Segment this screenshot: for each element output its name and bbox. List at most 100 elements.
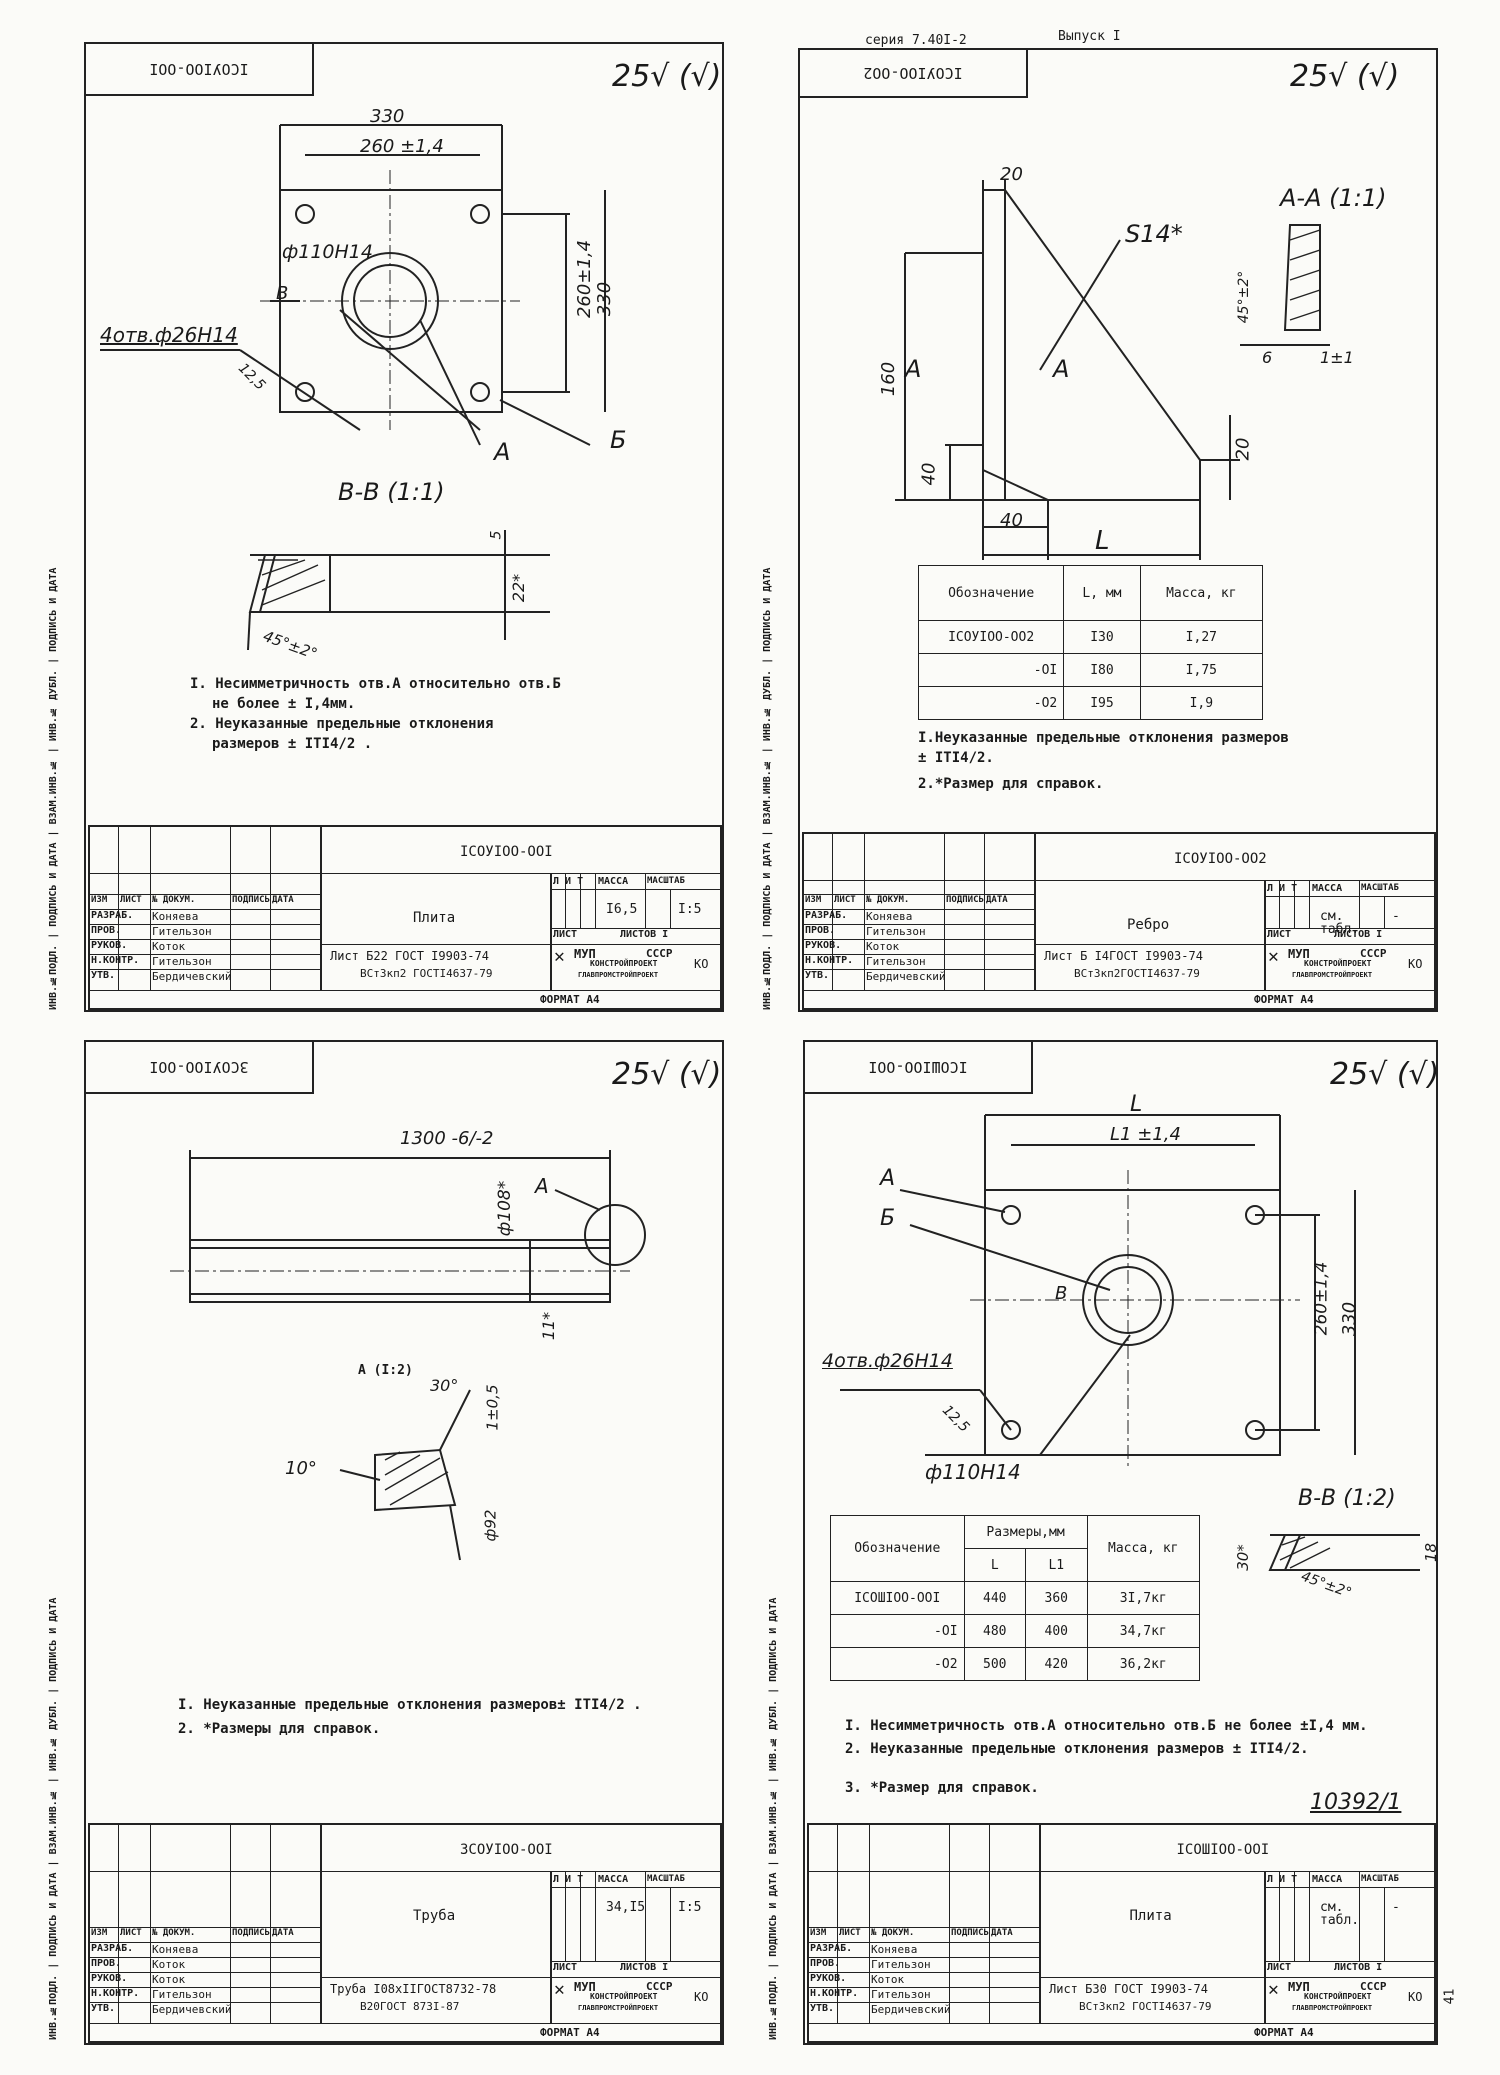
sheet-3-section-title: А (I:2) (358, 1363, 413, 1378)
title-block-rule (804, 894, 1034, 895)
title-block-rule (1264, 1977, 1434, 1978)
tb-ndoc-label: № ДОКУМ. (871, 1928, 915, 1938)
title-block-rule (90, 924, 320, 925)
sheet-number: 10392/1 (1310, 1790, 1402, 1815)
tb-podp-label: ПОДПИСЬ (951, 1928, 989, 1938)
title-block-rule (804, 880, 1034, 881)
title-block-rule (550, 1871, 552, 2023)
tb-role: УТВ. (805, 970, 830, 981)
title-block-rule (1034, 944, 1264, 945)
tb-org3: ГЛАВПРОМСТРОЙПРОЕКТ (1292, 971, 1373, 979)
sheet-4-v: В (1055, 1283, 1068, 1304)
tb-format: ФОРМАТ А4 (1254, 2026, 1314, 2039)
tb-name: Труба (413, 1908, 456, 1924)
sheet-2-section-title: А-А (1:1) (1280, 184, 1387, 212)
title-block-rule (1264, 928, 1434, 929)
tb-masshtab-label: МАСШТАБ (1361, 883, 1399, 893)
tb-designation: IСОШIОО-ООI (1176, 1842, 1270, 1858)
tb-org1: МУП (1288, 947, 1310, 961)
tb-org2: СССР (1360, 947, 1387, 960)
sheet-2-a-right: А (1053, 355, 1070, 383)
tb-masshtab-label: МАСШТАБ (1361, 1874, 1399, 1884)
tb-listov-label: ЛИСТОВ I (620, 1962, 669, 1973)
title-block-rule (90, 1927, 320, 1928)
tb-material-2: В20ГОСТ 873I-87 (360, 2000, 460, 2013)
title-block-rule (595, 1871, 596, 1961)
tb-person: Коток (152, 1958, 186, 1971)
tb-person: Коняева (152, 910, 199, 923)
title-block-rule (550, 928, 720, 929)
tb-list2-label: ЛИСТ (553, 1962, 578, 1973)
tb-izm-label: ИЗМ (91, 1928, 108, 1938)
tb-org-icon: ✕ (1268, 1979, 1279, 2000)
sheet-3-dim-length: 1300 -6/-2 (400, 1128, 494, 1149)
title-block-rule (809, 1957, 1039, 1958)
page-mark: 41 (1442, 1988, 1458, 2005)
tb-org1: МУП (1288, 1980, 1310, 1994)
sheet-4-height-overall: 330 (1339, 1301, 1361, 1337)
title-block-rule (565, 873, 566, 928)
tb-person: Бердичевский (152, 970, 232, 983)
sidebar-3: ИНВ.№ПОДЛ. | ПОДПИСЬ И ДАТА | ВЗАМ.ИНВ.№… (48, 1597, 59, 2040)
tb-material-1: Лист Б22 ГОСТ I9903-74 (330, 949, 489, 963)
tb-org-icon: ✕ (554, 1979, 565, 2000)
title-block-rule (118, 1825, 119, 2023)
title-block-rule (90, 2023, 720, 2024)
tb-list-label: ЛИСТ (120, 895, 142, 905)
tb-ndoc-label: № ДОКУМ. (152, 895, 196, 905)
sheet-1-leader-a: А (494, 438, 511, 466)
tb-person: Коток (152, 1973, 186, 1986)
tb-role: УТВ. (91, 970, 116, 981)
title-block-rule (1309, 1871, 1310, 1961)
tb-list-label: ЛИСТ (839, 1928, 861, 1938)
roughness-mark-2: 25√ (√) (1290, 59, 1400, 94)
title-block-rule (1264, 880, 1266, 990)
title-block-rule (550, 1977, 720, 1978)
title-block-rule (1359, 880, 1360, 928)
tb-person: Коток (871, 1973, 905, 1986)
tb-person: Гительзон (152, 925, 212, 938)
tb-format: ФОРМАТ А4 (540, 2026, 600, 2039)
tb-org1: МУП (574, 1980, 596, 1994)
tb-format: ФОРМАТ А4 (540, 993, 600, 1006)
title-block-rule (809, 1871, 1039, 1872)
tb-scale: - (1392, 909, 1400, 924)
title-block-rule (809, 1987, 1039, 1988)
tb-code: КО (694, 1990, 709, 2004)
tb-role: Н.КОНТР. (810, 1988, 859, 1999)
title-block-rule (90, 1987, 320, 1988)
tb-designation: IСОУIОО-ООI (460, 844, 553, 860)
title-block-rule (90, 1871, 320, 1872)
tb-person: Коток (152, 940, 186, 953)
tb-listov-label: ЛИСТОВ I (620, 929, 669, 940)
title-block-rule (90, 969, 320, 970)
title-block-rule (230, 827, 231, 990)
tb-designation: IСОУIОО-ОО2 (1174, 851, 1267, 867)
title-block-rule (90, 1942, 320, 1943)
tb-org3: ГЛАВПРОМСТРОЙПРОЕКТ (578, 2004, 659, 2012)
tb-org1: МУП (574, 947, 596, 961)
title-block-rule (1039, 1825, 1041, 2023)
sheet-3-frame (84, 1040, 724, 2045)
title-block-rule (118, 827, 119, 990)
title-block-rule (580, 1871, 581, 1961)
title-block-rule (989, 1825, 990, 2023)
title-block-rule (670, 889, 671, 928)
tb-org4: КОНСТРОЙПРОЕКТ (1304, 1992, 1372, 2001)
title-block-rule (1034, 880, 1434, 881)
title-block-rule (804, 939, 1034, 940)
sheet-1-dim-overall: 330 (370, 106, 405, 127)
tb-person: Гительзон (152, 1988, 212, 2001)
tb-role: РУКОВ. (810, 1973, 847, 1984)
tb-org4: КОНСТРОЙПРОЕКТ (1304, 959, 1372, 968)
tb-person: Коняева (871, 1943, 918, 1956)
title-block-rule (1039, 1871, 1434, 1872)
title-block-rule (90, 894, 320, 895)
tb-person: Гительзон (866, 925, 926, 938)
tb-person: Коняева (152, 1943, 199, 1956)
title-block-rule (670, 1887, 671, 1961)
